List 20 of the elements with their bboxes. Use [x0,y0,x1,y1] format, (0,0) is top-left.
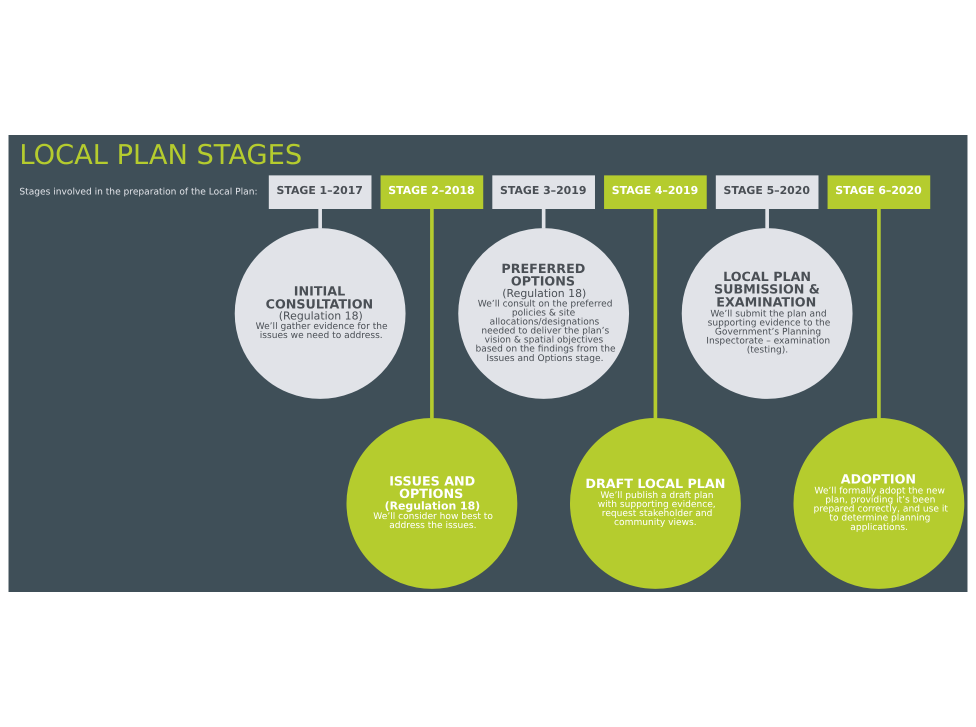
connector [542,208,546,228]
connector [318,208,322,228]
node-circle: INITIAL CONSULTATION (Regulation 18) We’ll gather evidence for the issues we need to address. [234,228,406,399]
node-circle: ISSUES AND OPTIONS (Regulation 18) We’ll consider how best to address the issues. [346,418,518,589]
node-box: STAGE 4–2019 [604,175,707,210]
connector [654,208,658,418]
node-circle: ADOPTION We’ll formally adopt the new plan, providing it’s been prepared correctly, and use it to determine planning applications. [794,418,964,589]
node-circle: PREFERRED OPTIONS (Regulation 18) We’ll consult on the preferred policies & site allocations/designations needed to deliver the plan’s vision & spatial objectives based on the findings from the Issues and Options stage. [458,228,630,399]
connector [430,208,434,418]
node-box: STAGE 5–2020 [716,175,818,210]
node-circle: LOCAL PLAN SUBMISSION & EXAMINATION We’ll submit the plan and supporting evidence to the Government’s Planning Inspectorate – examination (testing). [682,228,853,399]
node-box: STAGE 2–2018 [380,175,484,210]
connector [877,208,881,418]
node-box: STAGE 3–2019 [492,175,595,210]
diagram-title: LOCAL PLAN STAGES [19,140,302,172]
node-box: STAGE 6–2020 [828,175,930,210]
node-circle: DRAFT LOCAL PLAN We’ll publish a draft plan with supporting evidence, request stakeholder and community views. [570,418,741,589]
node-box: STAGE 1–2017 [268,175,372,210]
connector [765,208,769,228]
label: Stages involved in the preparation of the Local Plan: [19,188,258,198]
